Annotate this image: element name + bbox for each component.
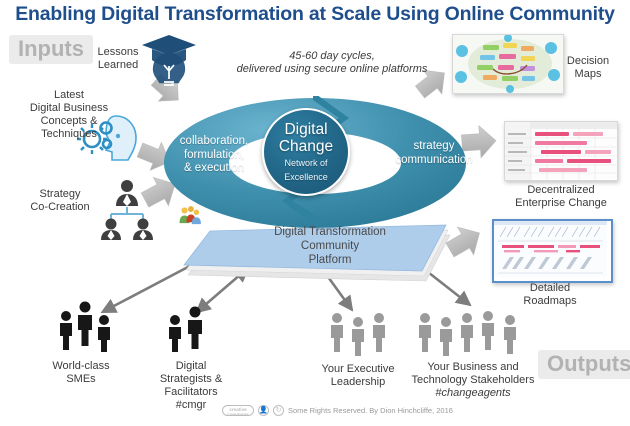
strategists-label: Digital Strategists & Facilitators #cmgr <box>148 360 234 412</box>
people-group-executives <box>331 313 385 356</box>
latest-concepts-label: Latest Digital Business Concepts & Techn… <box>29 89 109 140</box>
digital-change-core: Digital Change Network of Excellence <box>262 108 350 196</box>
enterprise-change-label: Decentralized Enterprise Change <box>515 184 607 209</box>
smes-label: World-class SMEs <box>52 360 110 385</box>
graduation-cap-lightbulb-icon <box>142 35 196 86</box>
community-people-icon <box>179 206 201 225</box>
executives-label: Your Executive Leadership <box>321 363 395 388</box>
stakeholders-label: Your Business and Technology Stakeholder… <box>398 361 548 400</box>
gears-head-icon <box>77 115 137 161</box>
attribution-icon: 👤 <box>258 405 269 416</box>
core-title-line1: Digital <box>284 121 328 138</box>
core-title-line2: Change <box>278 137 334 155</box>
cycle-annotation: 45-60 day cycles, delivered using secure… <box>236 50 428 75</box>
community-platform-label: Digital Transformation Community Platfor… <box>274 226 386 266</box>
footer-text: Some Rights Reserved. By Dion Hinchcliff… <box>288 406 453 415</box>
people-group-strategists <box>169 306 202 352</box>
cycle-left-label: collaboration, formulation, & execution <box>179 135 249 174</box>
org-chart-people-icon <box>101 180 153 240</box>
detailed-roadmaps-label: Detailed Roadmaps <box>523 282 577 307</box>
inputs-badge: Inputs <box>9 35 93 65</box>
mind-map-thumbnail <box>452 34 564 94</box>
footer-credit: creative commons 👤 ↻ Some Rights Reserve… <box>222 405 453 417</box>
gantt-chart-thumbnail <box>504 121 618 181</box>
core-subtitle-line2: Excellence <box>284 171 328 182</box>
stakeholders-hashtag: #changeagents <box>435 387 511 399</box>
lessons-learned-label: Lessons Learned <box>97 46 139 71</box>
roadmap-thumbnail <box>492 219 613 283</box>
core-subtitle-line1: Network of <box>284 158 328 168</box>
strategists-hashtag: #cmgr <box>175 399 207 411</box>
creative-commons-icon: creative commons <box>222 405 254 417</box>
cycle-right-label: strategy communication <box>395 140 473 166</box>
people-group-stakeholders <box>419 311 516 356</box>
outputs-badge: Outputs <box>538 350 630 380</box>
share-alike-icon: ↻ <box>273 405 284 416</box>
page-title: Enabling Digital Transformation at Scale… <box>15 3 615 25</box>
people-group-smes <box>60 301 110 352</box>
decision-maps-label: Decision Maps <box>566 55 610 80</box>
strategy-cocreation-label: Strategy Co-Creation <box>30 188 90 213</box>
community-platform-slab: Digital Transformation Community Platfor… <box>178 205 460 285</box>
